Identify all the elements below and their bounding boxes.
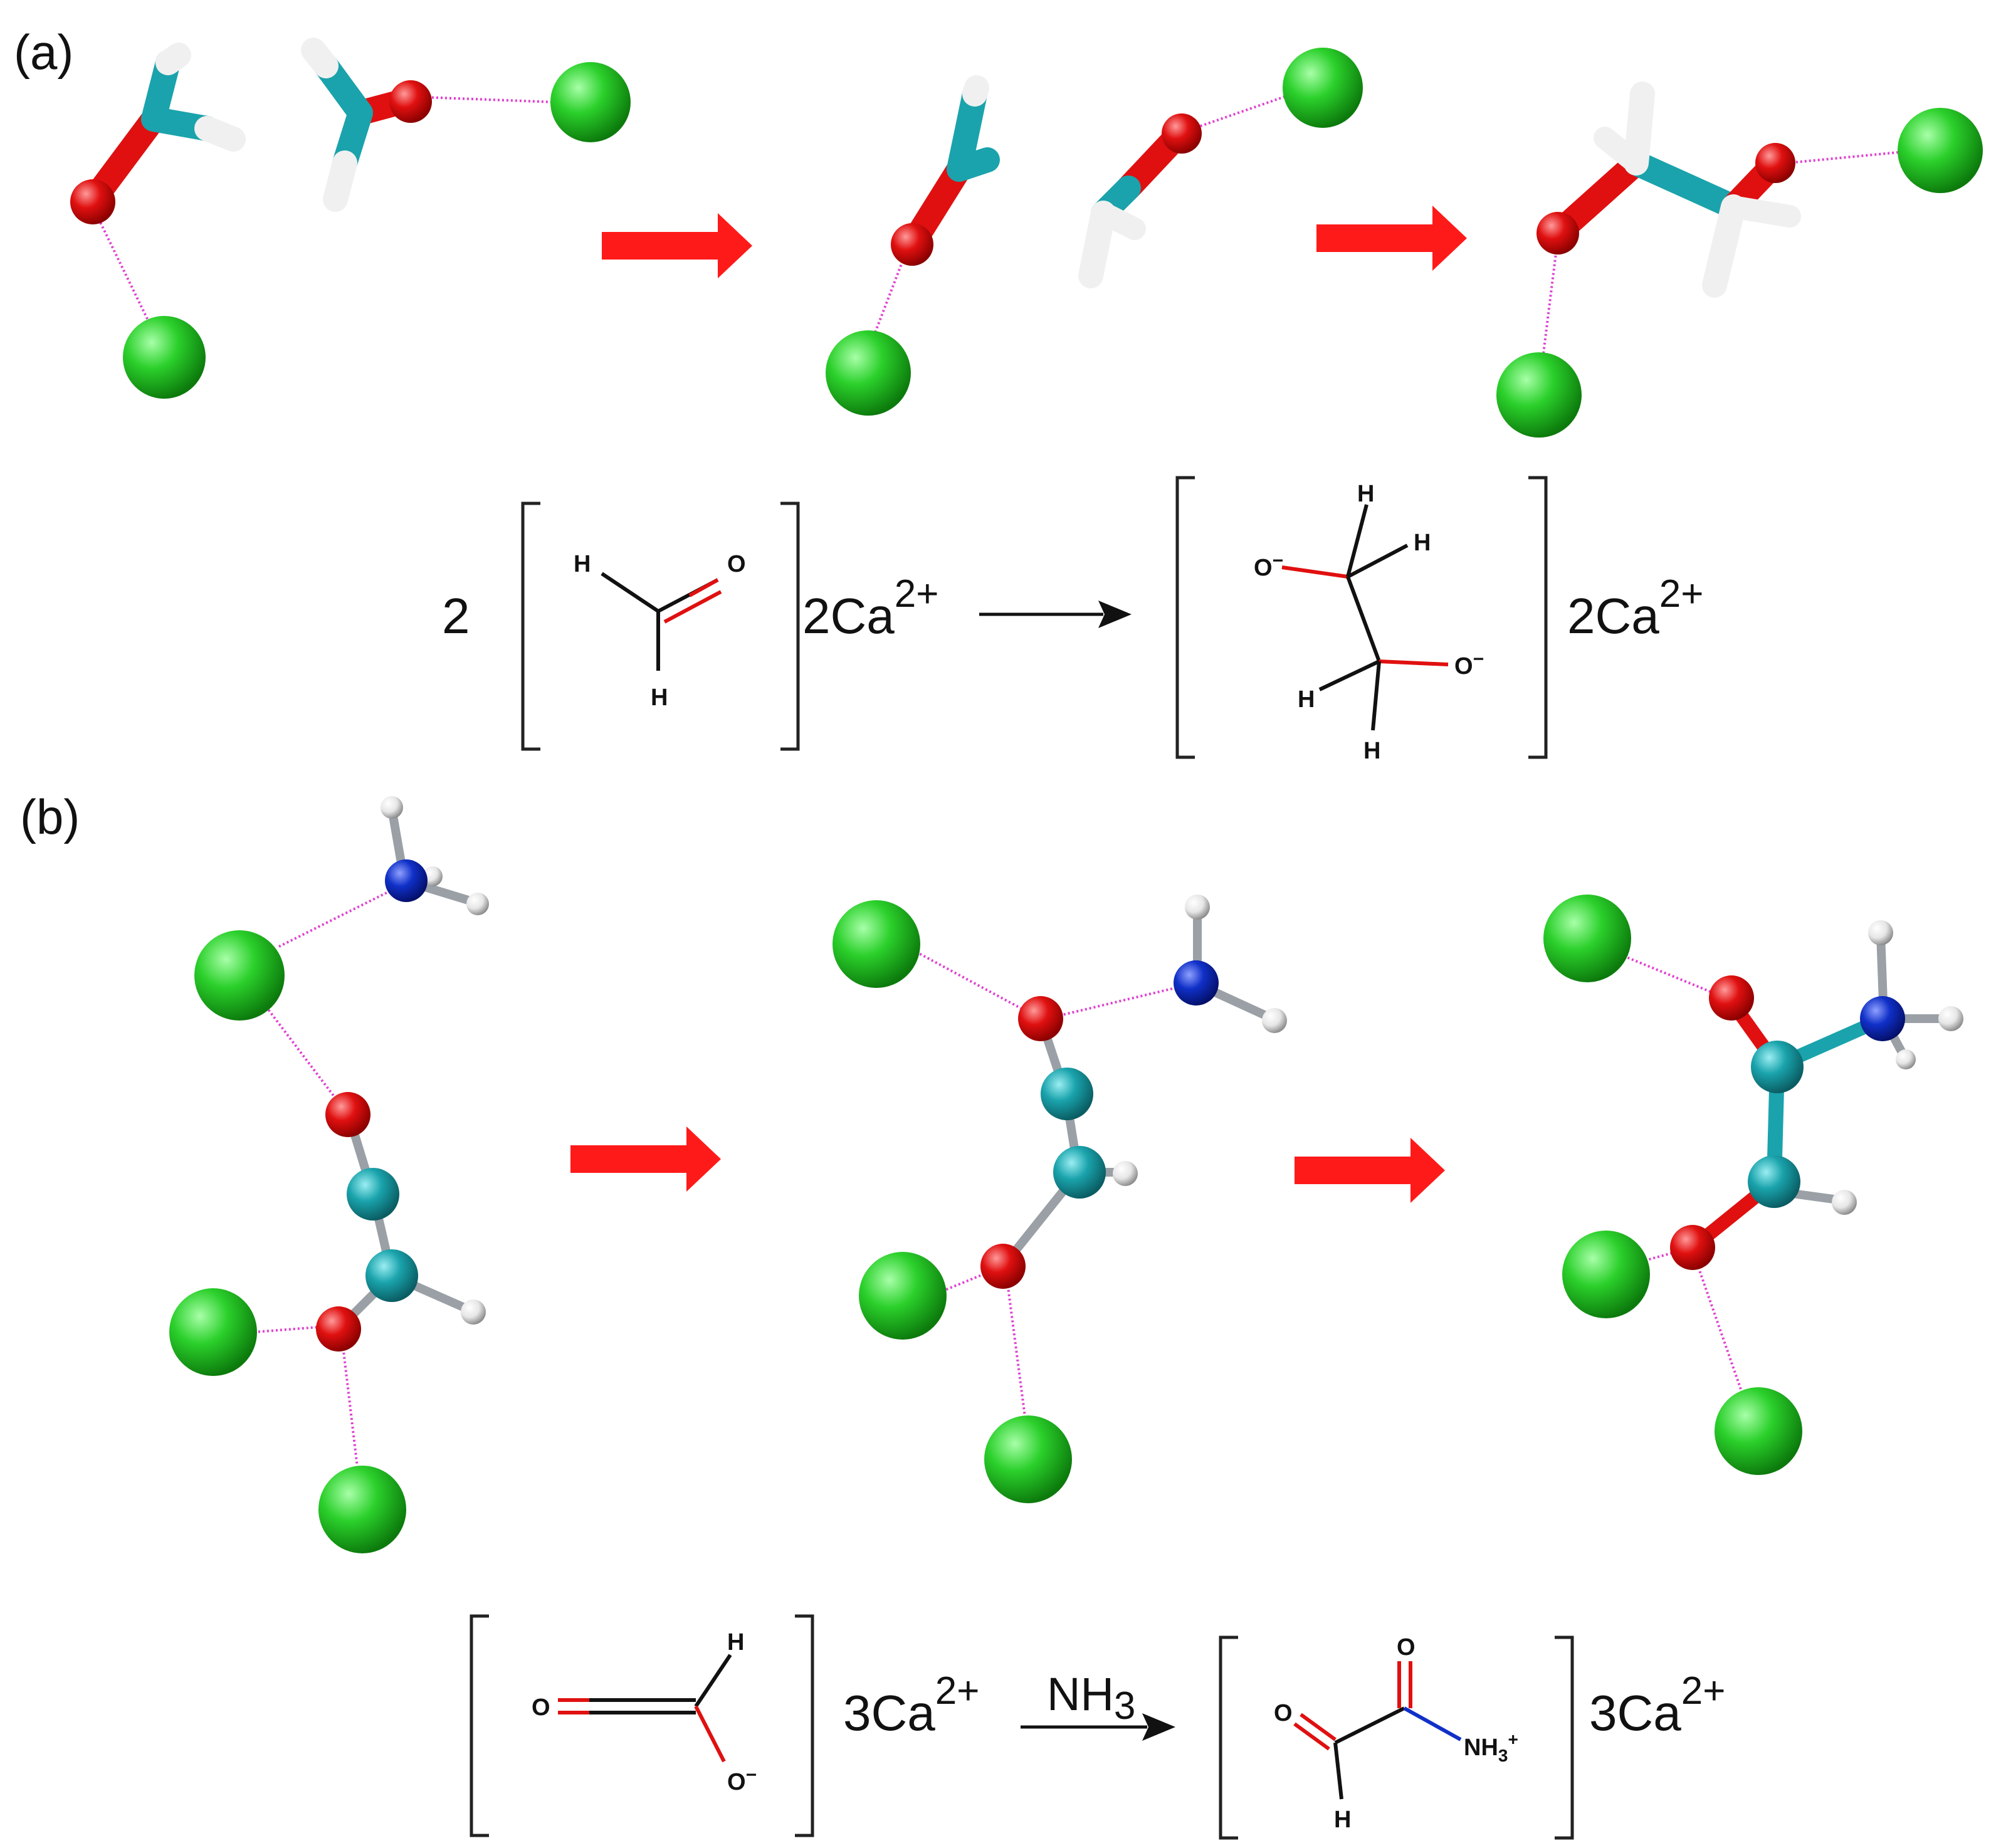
product-ion-b: 3Ca2+ bbox=[1589, 1669, 1725, 1741]
bracket-b-right bbox=[795, 1614, 814, 1837]
product-ion-a: 2Ca2+ bbox=[1567, 572, 1703, 644]
equation-b: O H O− 3Ca2+ NH3 O O H NH3+ 3Ca2+ bbox=[470, 1614, 1725, 1840]
atom-o-dbl: O bbox=[532, 1694, 550, 1721]
bracket-b-left bbox=[470, 1614, 489, 1837]
atom-h2: H bbox=[1414, 530, 1431, 556]
atom-h3: H bbox=[1298, 686, 1315, 713]
panel-a-snapshots bbox=[70, 38, 1983, 438]
glyoxylate-structure: O H O− bbox=[532, 1629, 757, 1795]
atom-h-b: H bbox=[1334, 1807, 1351, 1833]
atom-o-minus: O− bbox=[727, 1765, 757, 1795]
atom-o: O bbox=[727, 551, 746, 577]
bracket-a-product-left bbox=[1175, 476, 1195, 759]
atom-o-top: O bbox=[1397, 1634, 1416, 1661]
snapshot-b3 bbox=[1543, 895, 1963, 1475]
reaction-arrow-b1 bbox=[570, 1126, 721, 1192]
bracket-a-product-right bbox=[1528, 476, 1548, 759]
reactant-ion-a: 2Ca2+ bbox=[802, 572, 938, 644]
snapshot-a1 bbox=[70, 38, 631, 399]
bracket-b-product-right bbox=[1555, 1635, 1574, 1840]
atom-o-right: O− bbox=[1454, 649, 1484, 680]
reaction-arrow-b2 bbox=[1295, 1138, 1445, 1203]
reagent-nh3: NH3 bbox=[1047, 1668, 1135, 1728]
bracket-a-right bbox=[780, 501, 800, 751]
reaction-arrow-a2 bbox=[1316, 206, 1467, 271]
atom-o-left: O− bbox=[1254, 550, 1283, 581]
snapshot-a3 bbox=[1496, 81, 1983, 438]
snapshot-b1 bbox=[169, 796, 489, 1553]
bracket-b-product-left bbox=[1219, 1635, 1238, 1840]
atom-o-left-b: O bbox=[1274, 1700, 1293, 1726]
reactant-ion-b: 3Ca2+ bbox=[843, 1669, 979, 1741]
reaction-arrow-a1 bbox=[602, 213, 752, 278]
oxamate-structure: O O H NH3+ bbox=[1274, 1634, 1518, 1833]
atom-h: H bbox=[727, 1629, 744, 1656]
atom-nh3-plus: NH3+ bbox=[1464, 1730, 1518, 1765]
panel-label-b: (b) bbox=[20, 789, 80, 844]
snapshot-b2 bbox=[833, 895, 1287, 1503]
bracket-a-left bbox=[521, 501, 540, 751]
panel-b-snapshots bbox=[169, 796, 1963, 1553]
equation-a: 2 H O H 2Ca2+ bbox=[442, 476, 1703, 764]
formaldehyde-structure: H O H bbox=[574, 551, 746, 711]
atom-h1: H bbox=[1357, 481, 1374, 507]
panel-label-a: (a) bbox=[14, 24, 73, 80]
snapshot-a2 bbox=[826, 48, 1363, 416]
coefficient-2: 2 bbox=[442, 588, 470, 644]
atom-h-bottom: H bbox=[651, 685, 668, 711]
atom-h-top: H bbox=[574, 551, 591, 577]
ethanediolate-structure: O− H H H H O− bbox=[1254, 481, 1484, 764]
atom-h4: H bbox=[1363, 738, 1380, 764]
